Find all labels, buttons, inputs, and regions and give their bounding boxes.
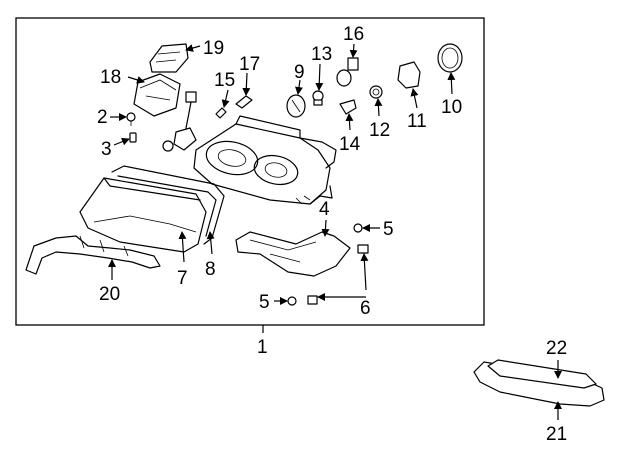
callout-20: 20 [99,284,120,305]
callout-19: 19 [203,38,224,59]
callout-21: 21 [546,424,567,445]
callout-11: 11 [407,111,427,132]
callout-2: 2 [97,107,108,128]
part-4-bracket[interactable] [235,231,351,277]
part-10-cap[interactable] [437,43,463,73]
assembly-frame [15,17,485,326]
part-12-socket[interactable] [369,85,383,99]
part-5-screw-upper[interactable] [353,223,363,233]
callout-5-lower: 5 [259,292,270,313]
part-3-clip[interactable] [129,132,137,143]
callout-4: 4 [319,199,330,220]
callout-10: 10 [441,97,462,118]
callout-8: 8 [205,259,216,280]
callout-16: 16 [343,24,364,45]
headlamp-housing[interactable] [193,115,337,205]
part-18-module[interactable] [133,73,181,117]
part-6-clip-lower[interactable] [307,295,318,305]
part-20-trim[interactable] [25,235,161,275]
leader-lines [108,43,562,420]
callout-1: 1 [257,337,268,358]
part-16-bulb[interactable] [336,57,359,87]
callout-7: 7 [177,268,188,289]
part-11-connector[interactable] [397,61,421,89]
callout-22: 22 [546,338,567,359]
callout-14: 14 [339,134,361,155]
callout-18: 18 [100,67,121,88]
callout-5-upper: 5 [383,219,394,240]
callout-17: 17 [239,54,260,75]
part-15-bulb[interactable] [215,107,227,119]
callout-12: 12 [369,120,390,141]
harness-socket[interactable] [162,91,197,152]
part-5-screw-lower[interactable] [287,296,297,306]
part-6-clip-upper[interactable] [357,244,369,254]
part-19-cover[interactable] [149,43,189,73]
part-7-lens[interactable] [79,177,207,253]
callout-9: 9 [294,62,305,83]
part-17-bulb[interactable] [235,95,253,109]
part-2-screw[interactable] [126,112,136,126]
part-9-socket[interactable] [286,94,306,118]
callout-13: 13 [311,44,332,65]
callout-6: 6 [360,298,371,319]
part-14-connector[interactable] [339,99,357,115]
callout-15: 15 [214,70,235,91]
part-13-bulb[interactable] [312,90,324,106]
callout-3: 3 [101,139,112,160]
part-22-trim[interactable] [487,359,597,389]
